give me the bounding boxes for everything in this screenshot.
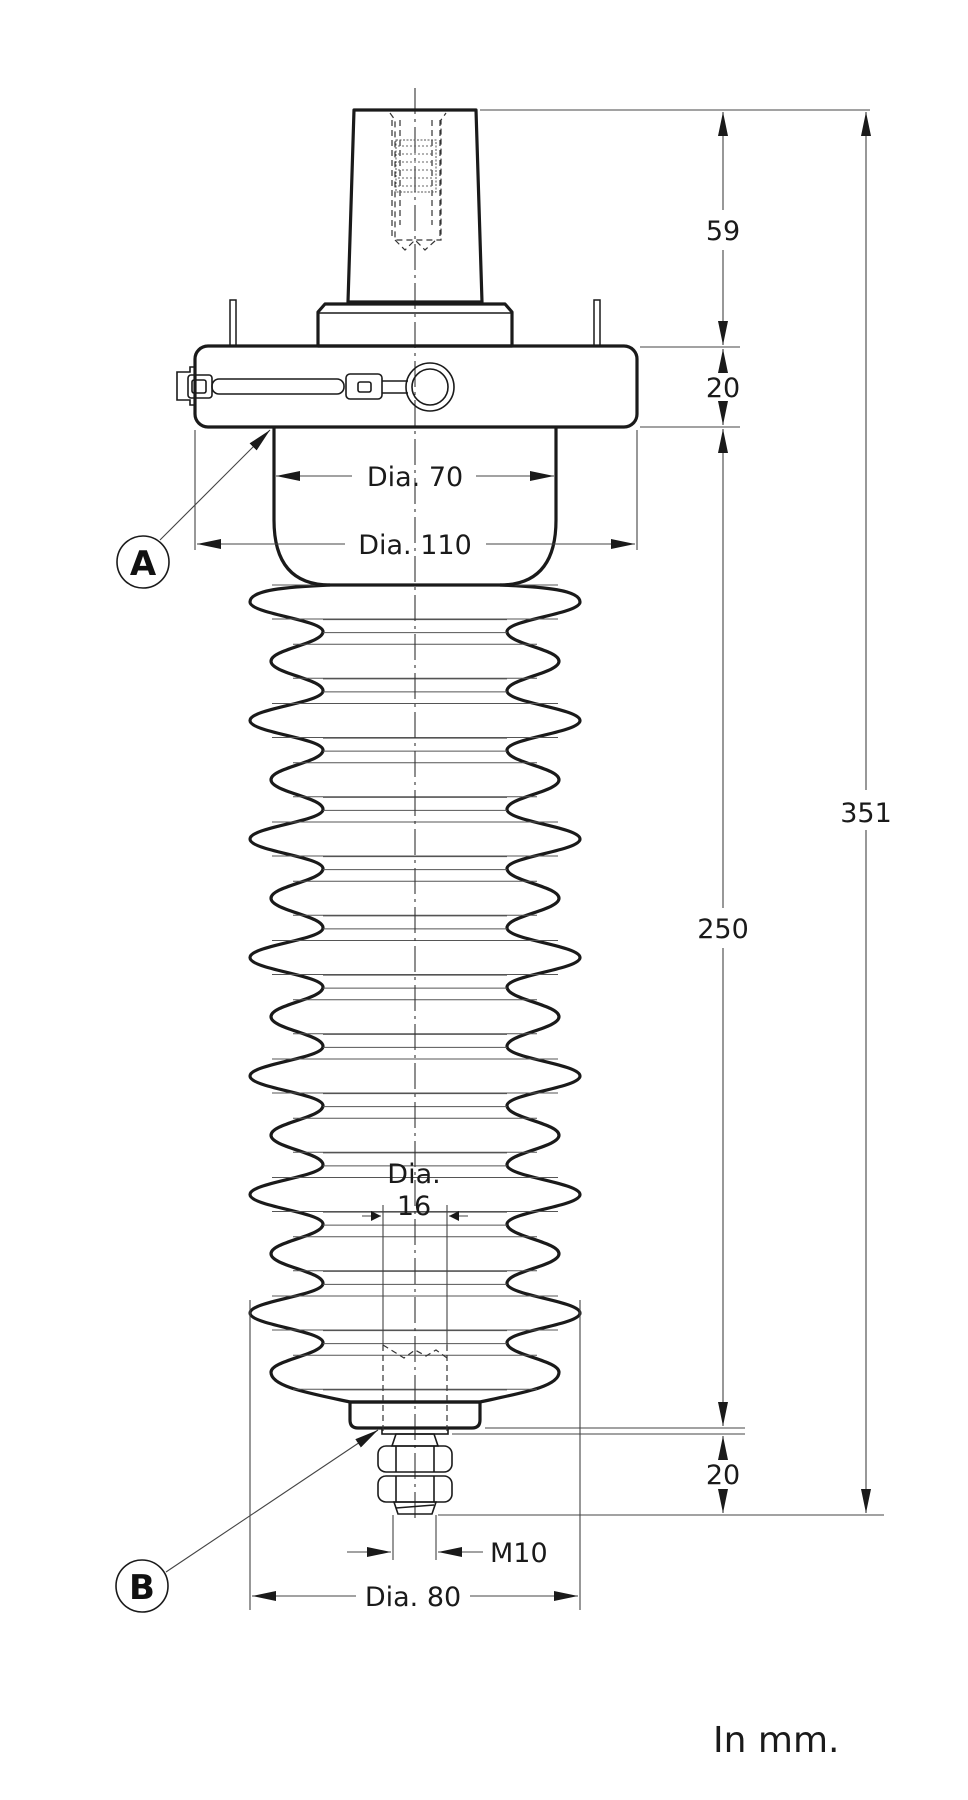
- hex-nut-upper: [377, 1445, 453, 1473]
- upper-body: [272, 428, 558, 587]
- shed-profile-right: [479, 583, 582, 1404]
- bottom-terminal: [348, 1344, 482, 1515]
- units-note: In mm.: [713, 1720, 839, 1761]
- dim-label-59: 59: [706, 216, 740, 247]
- dim-label-dia-80: Dia. 80: [365, 1582, 461, 1613]
- dim-label-dia-16-a: Dia.: [387, 1159, 440, 1190]
- dim-label-dia-16-b: 16: [397, 1191, 431, 1222]
- dim-label-m10: M10: [490, 1538, 548, 1569]
- ground-lead: [176, 362, 455, 412]
- mounting-pin-left: [229, 299, 237, 347]
- callout-a-label: A: [130, 544, 157, 584]
- mounting-pin-right: [593, 299, 601, 347]
- ground-eye: [405, 362, 455, 412]
- dimension-lines: [194, 109, 884, 1610]
- callout-a-leader: [159, 429, 271, 541]
- shed-profile-left: [248, 583, 351, 1404]
- dim-label-250: 250: [697, 914, 749, 945]
- callout-b-leader: [165, 1429, 379, 1573]
- callout-b-label: B: [129, 1568, 155, 1608]
- callout-b-circle: [115, 1559, 169, 1613]
- callout-a-circle: [116, 535, 170, 589]
- dim-label-20-base: 20: [706, 1460, 740, 1491]
- mounting-flange: [193, 344, 639, 429]
- dim-label-dia-70: Dia. 70: [367, 462, 463, 493]
- dim-label-dia-110: Dia. 110: [358, 530, 472, 561]
- dim-label-20-flange: 20: [706, 373, 740, 404]
- dim-label-351: 351: [840, 798, 892, 829]
- top-terminal-cap: [346, 108, 484, 304]
